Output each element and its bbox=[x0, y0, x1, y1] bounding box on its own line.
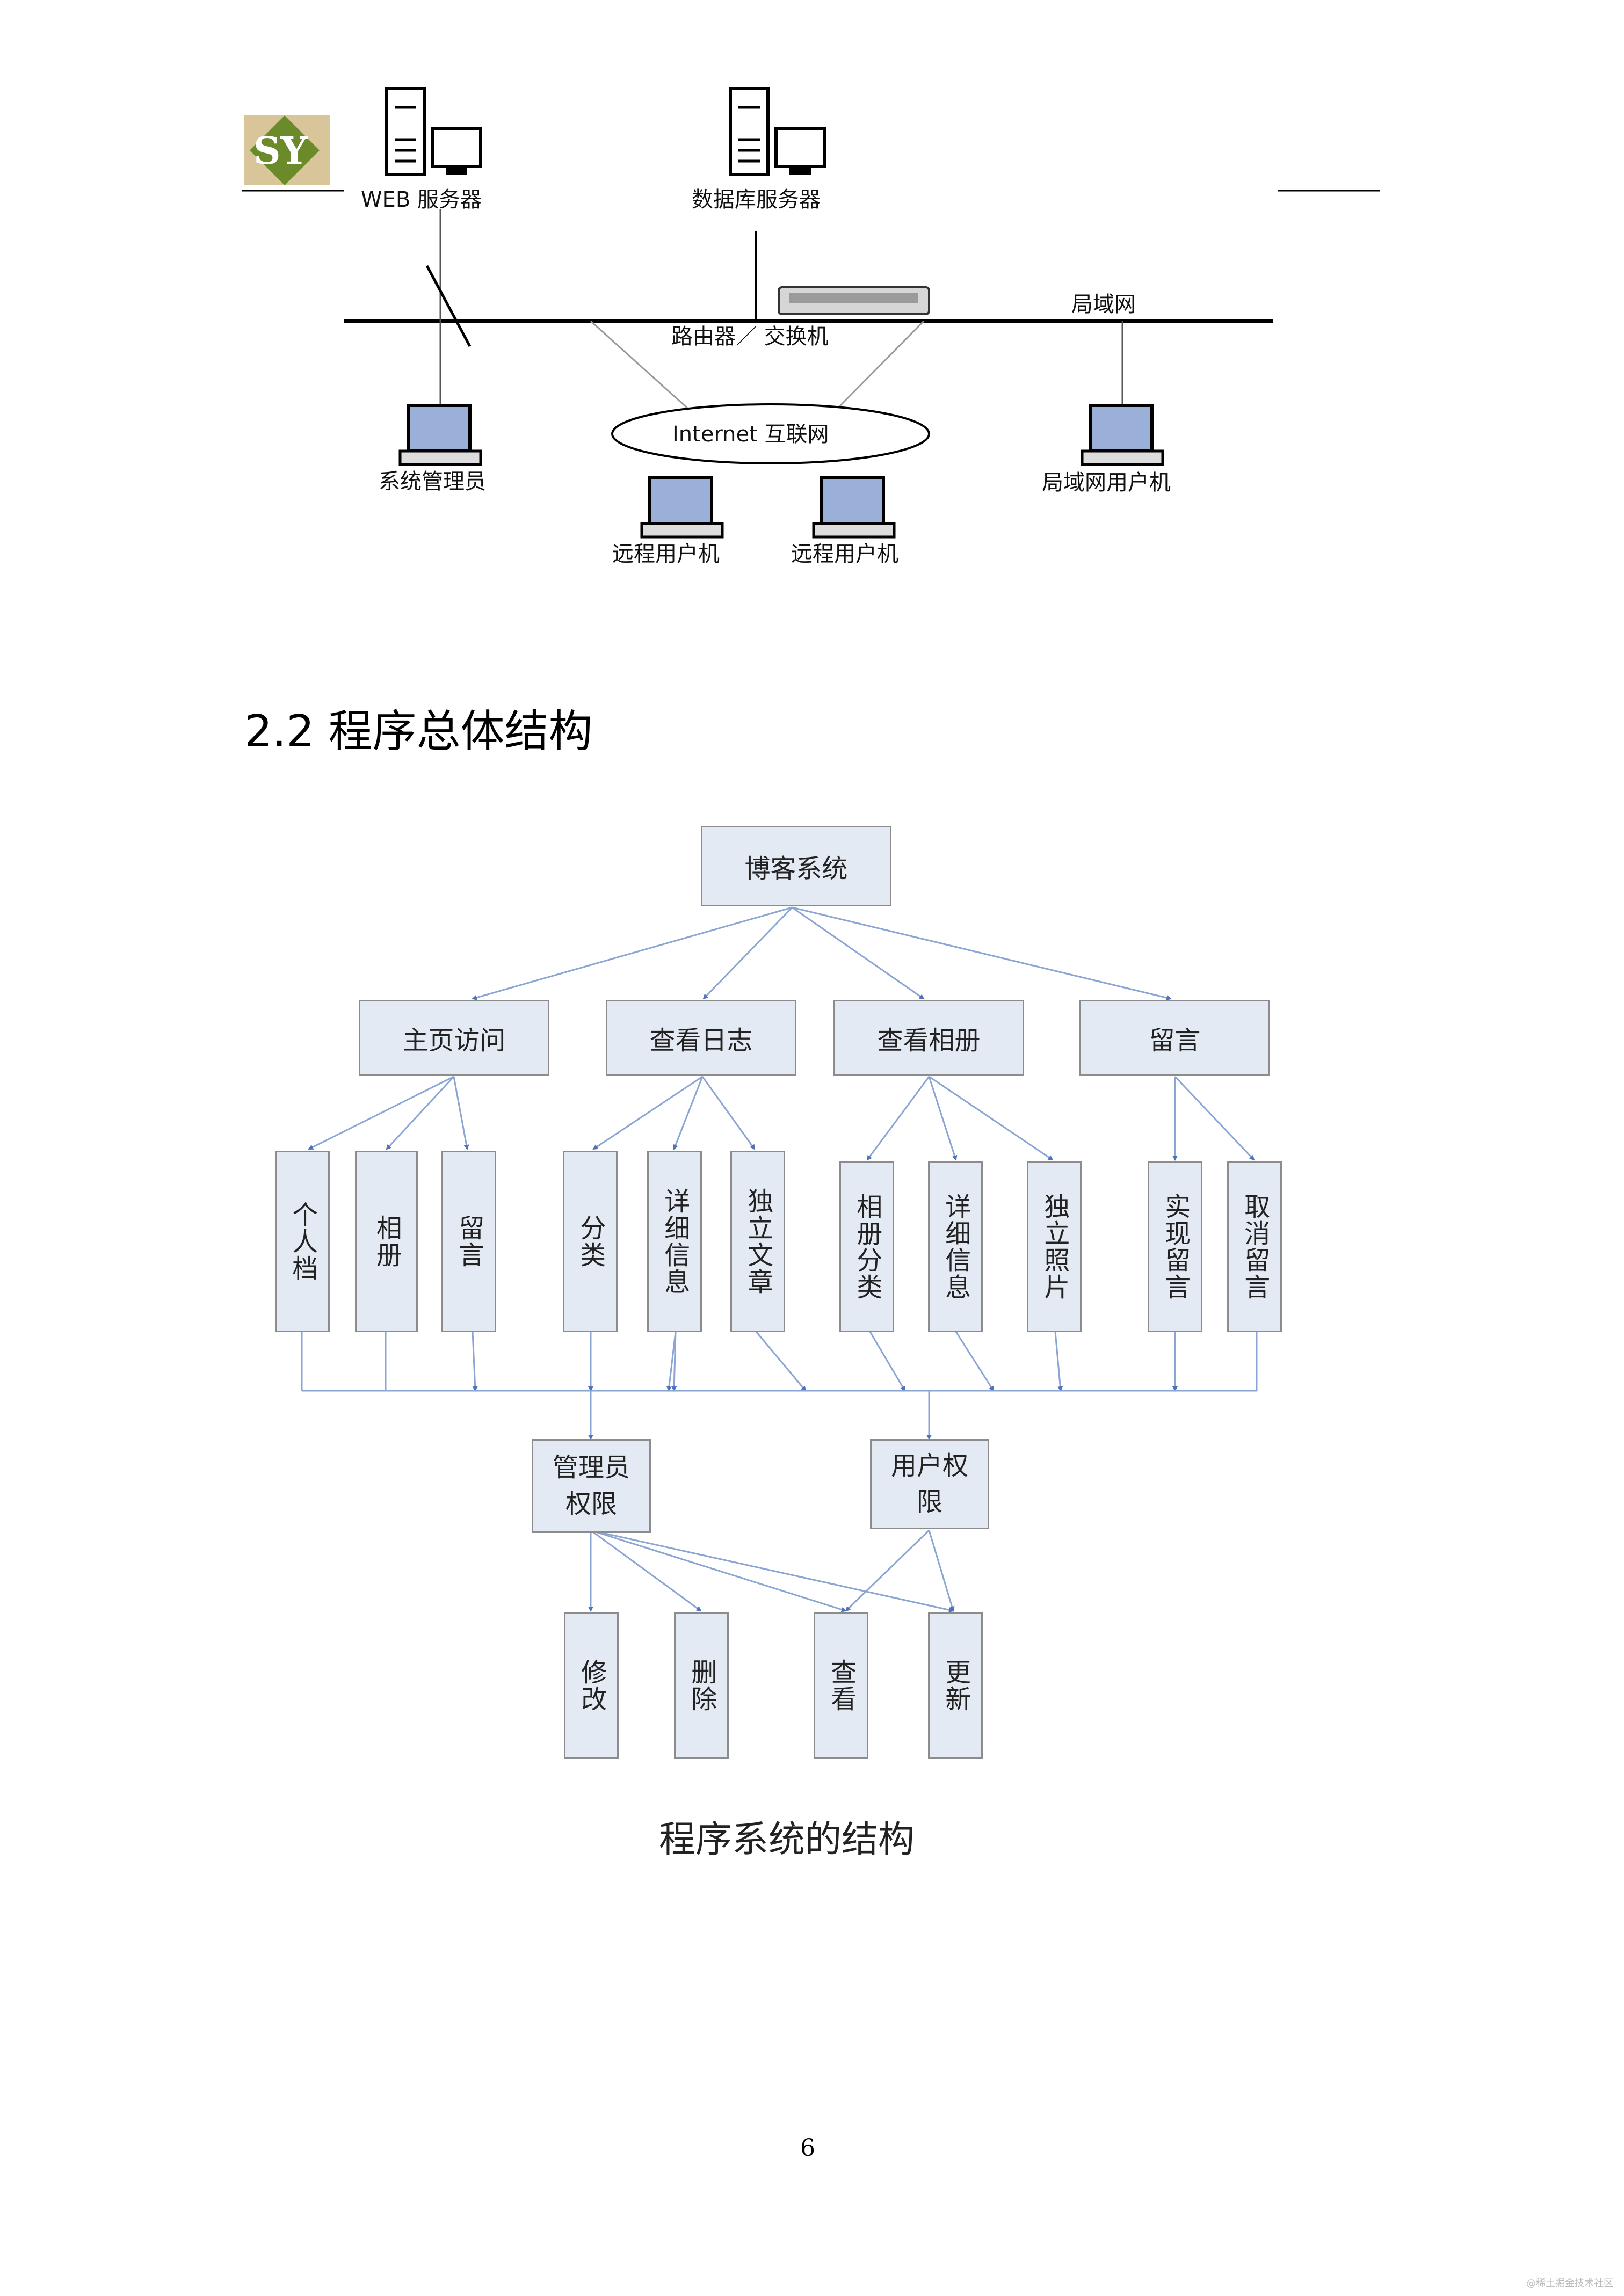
web-server-icon bbox=[385, 87, 482, 176]
leaf-category: 分类 bbox=[563, 1151, 618, 1332]
lan-user-computer-icon bbox=[1081, 404, 1164, 466]
router-label: 路由器／ 交换机 bbox=[671, 324, 829, 349]
watermark: @稀土掘金技术社区 bbox=[1526, 2278, 1613, 2289]
database-server-icon bbox=[729, 87, 826, 176]
remote-user-label-1: 远程用户机 bbox=[612, 542, 720, 566]
network-diagram: SY WEB 服务器 数据库服务器 路由器／ 交换机 局域网 bbox=[242, 87, 1380, 566]
lan-user-label: 局域网用户机 bbox=[1042, 470, 1171, 495]
leaf-profile: 个人档 bbox=[275, 1151, 330, 1332]
node-homepage: 主页访问 bbox=[359, 1000, 549, 1076]
router-switch-icon bbox=[778, 286, 930, 315]
lan-label: 局域网 bbox=[1071, 292, 1136, 317]
leaf-album: 相册 bbox=[355, 1151, 418, 1332]
remote-computer-icon bbox=[640, 476, 724, 539]
leaf-article: 独立文章 bbox=[730, 1151, 785, 1332]
leaf-cancel-message: 取消留言 bbox=[1227, 1161, 1282, 1332]
leaf-message: 留言 bbox=[441, 1151, 496, 1332]
action-delete: 删除 bbox=[674, 1612, 729, 1759]
node-root: 博客系统 bbox=[701, 826, 891, 906]
admin-computer-icon bbox=[398, 404, 482, 466]
database-server-label: 数据库服务器 bbox=[692, 187, 821, 212]
remote-user-label-2: 远程用户机 bbox=[791, 542, 898, 566]
logo-text: SY bbox=[253, 128, 308, 173]
leaf-add-message: 实现留言 bbox=[1148, 1161, 1202, 1332]
action-edit: 修改 bbox=[564, 1612, 619, 1759]
node-view-log: 查看日志 bbox=[606, 1000, 796, 1076]
leaf-photo-detail: 详细信息 bbox=[928, 1161, 983, 1332]
action-view: 查看 bbox=[814, 1612, 868, 1759]
node-view-album: 查看相册 bbox=[833, 1000, 1024, 1076]
internet-cloud bbox=[611, 403, 930, 464]
page-number: 6 bbox=[800, 2134, 815, 2162]
leaf-photo: 独立照片 bbox=[1027, 1161, 1082, 1332]
section-title: 2.2 程序总体结构 bbox=[244, 706, 593, 757]
node-user-rights: 用户权限 bbox=[870, 1439, 989, 1529]
web-server-label: WEB 服务器 bbox=[361, 187, 482, 212]
action-update: 更新 bbox=[928, 1612, 983, 1759]
admin-label: 系统管理员 bbox=[379, 469, 486, 494]
remote-computer-icon bbox=[812, 476, 896, 539]
node-admin-rights: 管理员权限 bbox=[532, 1439, 651, 1533]
leaf-album-category: 相册分类 bbox=[839, 1161, 894, 1332]
node-message: 留言 bbox=[1079, 1000, 1270, 1076]
leaf-detail: 详细信息 bbox=[647, 1151, 702, 1332]
internet-label: Internet 互联网 bbox=[672, 422, 829, 447]
company-logo: SY bbox=[244, 115, 330, 185]
figure-caption: 程序系统的结构 bbox=[658, 1819, 915, 1861]
